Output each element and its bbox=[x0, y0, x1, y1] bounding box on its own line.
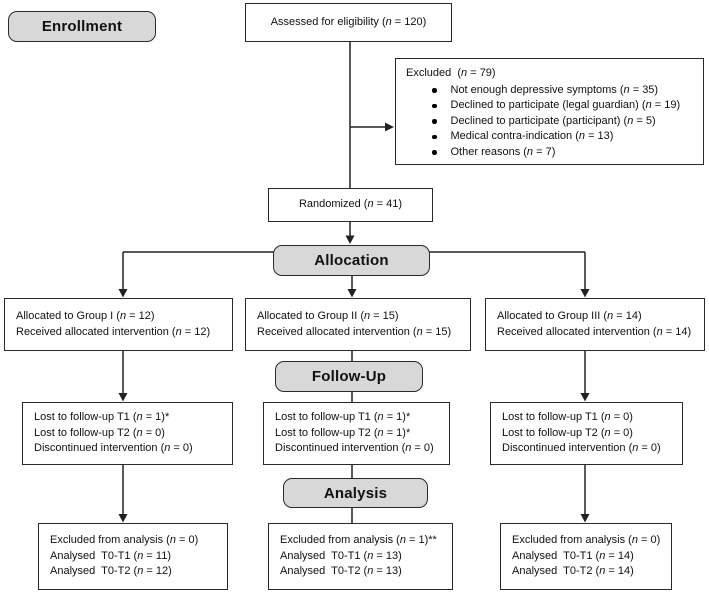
analysis-line: Analysed T0-T2 (n = 12) bbox=[50, 565, 172, 578]
followup-line: Lost to follow-up T2 (n = 0) bbox=[34, 426, 165, 439]
bullet-icon bbox=[432, 88, 437, 93]
allocation-box-group-3: Allocated to Group III (n = 14) Received… bbox=[485, 298, 705, 351]
followup-line: Discontinued intervention (n = 0) bbox=[275, 442, 434, 455]
excluded-title: Excluded (n = 79) bbox=[406, 67, 496, 79]
assessed-box: Assessed for eligibility (n = 120) bbox=[245, 3, 452, 42]
assessed-text: Assessed for eligibility (n = 120) bbox=[270, 15, 427, 28]
followup-line: Lost to follow-up T1 (n = 0) bbox=[502, 411, 633, 424]
excluded-reason-text: Declined to participate (legal guardian)… bbox=[450, 99, 681, 111]
randomized-box: Randomized (n = 41) bbox=[268, 188, 433, 222]
bullet-icon bbox=[432, 119, 437, 124]
stage-label-analysis: Analysis bbox=[283, 478, 428, 508]
analysis-line: Analysed T0-T1 (n = 14) bbox=[512, 549, 634, 562]
excluded-reason-text: Declined to participate (participant) (n… bbox=[450, 114, 656, 127]
received-line: Received allocated intervention (n = 14) bbox=[497, 325, 692, 338]
followup-box-group-3: Lost to follow-up T1 (n = 0) Lost to fol… bbox=[490, 402, 683, 465]
excluded-box: Excluded (n = 79) Not enough depressive … bbox=[395, 58, 704, 165]
stage-label-allocation: Allocation bbox=[273, 245, 430, 276]
bullet-icon bbox=[432, 150, 437, 155]
excluded-reason-text: Medical contra-indication (n = 13) bbox=[450, 130, 614, 142]
allocated-line: Allocated to Group I (n = 12) bbox=[16, 310, 155, 322]
excluded-reason-item: Declined to participate (legal guardian)… bbox=[406, 98, 697, 114]
excluded-reason-text: Other reasons (n = 7) bbox=[450, 145, 556, 158]
arrowheads bbox=[118, 122, 590, 523]
analysis-box-group-2: Excluded from analysis (n = 1)** Analyse… bbox=[268, 523, 453, 590]
excluded-reason-text: Not enough depressive symptoms (n = 35) bbox=[450, 83, 659, 96]
excluded-reason-item: Not enough depressive symptoms (n = 35) bbox=[406, 83, 697, 99]
followup-line: Discontinued intervention (n = 0) bbox=[502, 442, 661, 455]
allocation-box-group-2: Allocated to Group II (n = 15) Received … bbox=[245, 298, 471, 351]
analysis-line: Analysed T0-T2 (n = 14) bbox=[512, 565, 634, 578]
analysis-line: Analysed T0-T1 (n = 11) bbox=[50, 549, 171, 562]
excluded-reason-item: Other reasons (n = 7) bbox=[406, 145, 697, 161]
stage-label-analysis-text: Analysis bbox=[323, 484, 388, 502]
followup-line: Lost to follow-up T2 (n = 1)* bbox=[275, 426, 411, 439]
analysis-line: Excluded from analysis (n = 0) bbox=[50, 534, 199, 547]
followup-line: Lost to follow-up T2 (n = 0) bbox=[502, 426, 633, 439]
stage-label-enrollment-text: Enrollment bbox=[41, 18, 123, 35]
excluded-reason-item: Medical contra-indication (n = 13) bbox=[406, 129, 697, 145]
stage-label-followup-text: Follow-Up bbox=[311, 368, 387, 385]
analysis-box-group-1: Excluded from analysis (n = 0) Analysed … bbox=[38, 523, 228, 590]
stage-label-enrollment: Enrollment bbox=[8, 11, 156, 42]
received-line: Received allocated intervention (n = 15) bbox=[257, 325, 452, 338]
excluded-reason-item: Declined to participate (participant) (n… bbox=[406, 114, 697, 130]
analysis-line: Analysed T0-T1 (n = 13) bbox=[280, 549, 402, 562]
analysis-box-group-3: Excluded from analysis (n = 0) Analysed … bbox=[500, 523, 672, 590]
allocated-line: Allocated to Group II (n = 15) bbox=[257, 310, 399, 322]
followup-line: Lost to follow-up T1 (n = 1)* bbox=[34, 411, 170, 424]
bullet-icon bbox=[432, 103, 437, 108]
followup-box-group-2: Lost to follow-up T1 (n = 1)* Lost to fo… bbox=[263, 402, 450, 465]
analysis-line: Excluded from analysis (n = 0) bbox=[512, 534, 661, 547]
allocation-box-group-1: Allocated to Group I (n = 12) Received a… bbox=[4, 298, 233, 351]
analysis-line: Excluded from analysis (n = 1)** bbox=[280, 534, 437, 547]
analysis-line: Analysed T0-T2 (n = 13) bbox=[280, 565, 402, 578]
followup-box-group-1: Lost to follow-up T1 (n = 1)* Lost to fo… bbox=[22, 402, 233, 465]
randomized-text: Randomized (n = 41) bbox=[298, 198, 403, 211]
bullet-icon bbox=[432, 134, 437, 139]
followup-line: Discontinued intervention (n = 0) bbox=[34, 442, 193, 455]
followup-line: Lost to follow-up T1 (n = 1)* bbox=[275, 411, 411, 424]
allocated-line: Allocated to Group III (n = 14) bbox=[497, 310, 642, 322]
stage-label-followup: Follow-Up bbox=[275, 361, 423, 392]
stage-label-allocation-text: Allocation bbox=[314, 252, 389, 269]
received-line: Received allocated intervention (n = 12) bbox=[16, 325, 211, 338]
